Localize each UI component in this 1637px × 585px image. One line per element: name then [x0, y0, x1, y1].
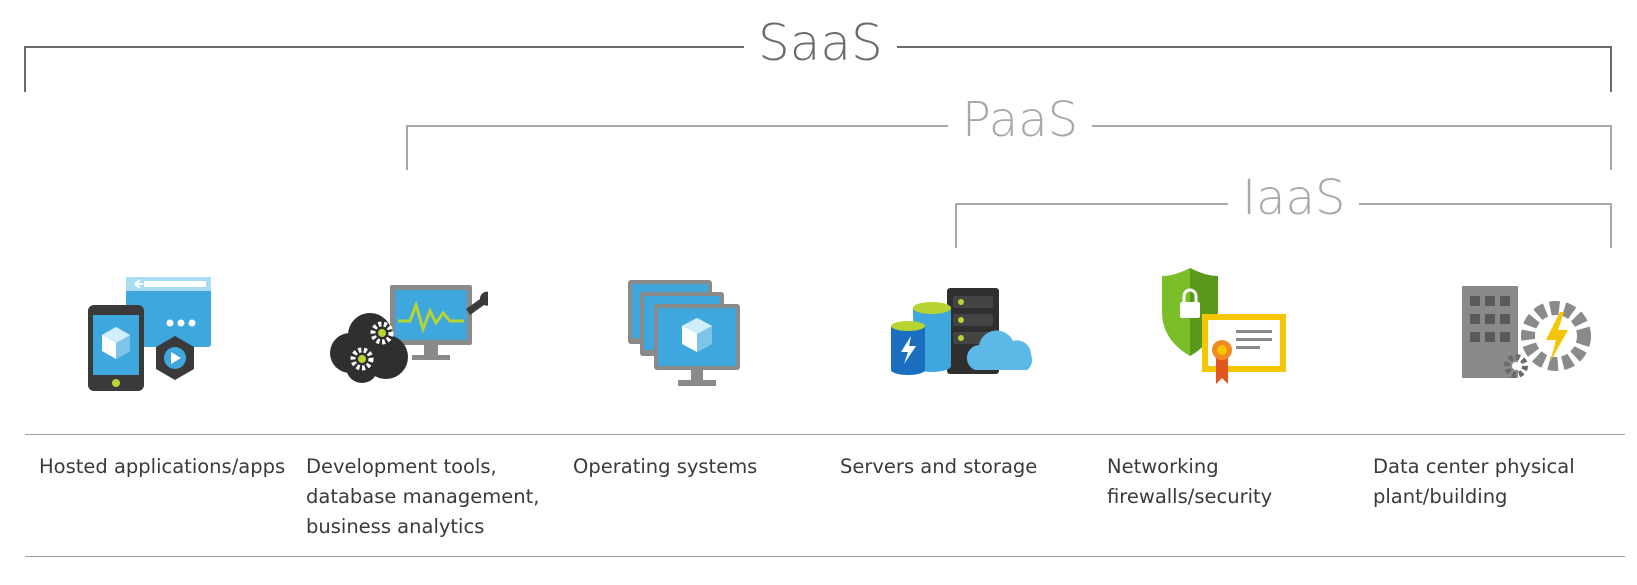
caption-line: Hosted applications/apps — [39, 455, 286, 478]
caption-line: Operating systems — [573, 455, 758, 478]
paas-label: PaaS — [948, 96, 1093, 144]
caption-line: firewalls/security — [1107, 485, 1273, 508]
caption-line: Servers and storage — [840, 455, 1038, 478]
caption-networking: Networking firewalls/security — [1107, 452, 1357, 512]
datacenter-building-icon — [1462, 286, 1591, 378]
caption-dev-tools: Development tools, database management, … — [306, 452, 556, 542]
mobile-app-icon — [88, 277, 211, 391]
caption-datacenter: Data center physical plant/building — [1373, 452, 1623, 512]
saas-label: SaaS — [744, 18, 897, 68]
caption-line: Data center physical — [1373, 455, 1575, 478]
servers-storage-icon — [891, 288, 1033, 375]
bottom-divider — [25, 556, 1625, 557]
dev-tools-icon — [330, 285, 488, 383]
caption-servers-storage: Servers and storage — [840, 452, 1090, 482]
caption-line: business analytics — [306, 515, 485, 538]
caption-operating-systems: Operating systems — [573, 452, 823, 482]
caption-line: database management, — [306, 485, 540, 508]
operating-systems-icon — [628, 280, 740, 386]
caption-line: Networking — [1107, 455, 1219, 478]
iaas-label: IaaS — [1228, 174, 1360, 222]
caption-line: plant/building — [1373, 485, 1508, 508]
caption-hosted-apps: Hosted applications/apps — [39, 452, 289, 482]
network-security-icon — [1162, 268, 1286, 384]
top-divider — [25, 434, 1625, 435]
caption-line: Development tools, — [306, 455, 497, 478]
